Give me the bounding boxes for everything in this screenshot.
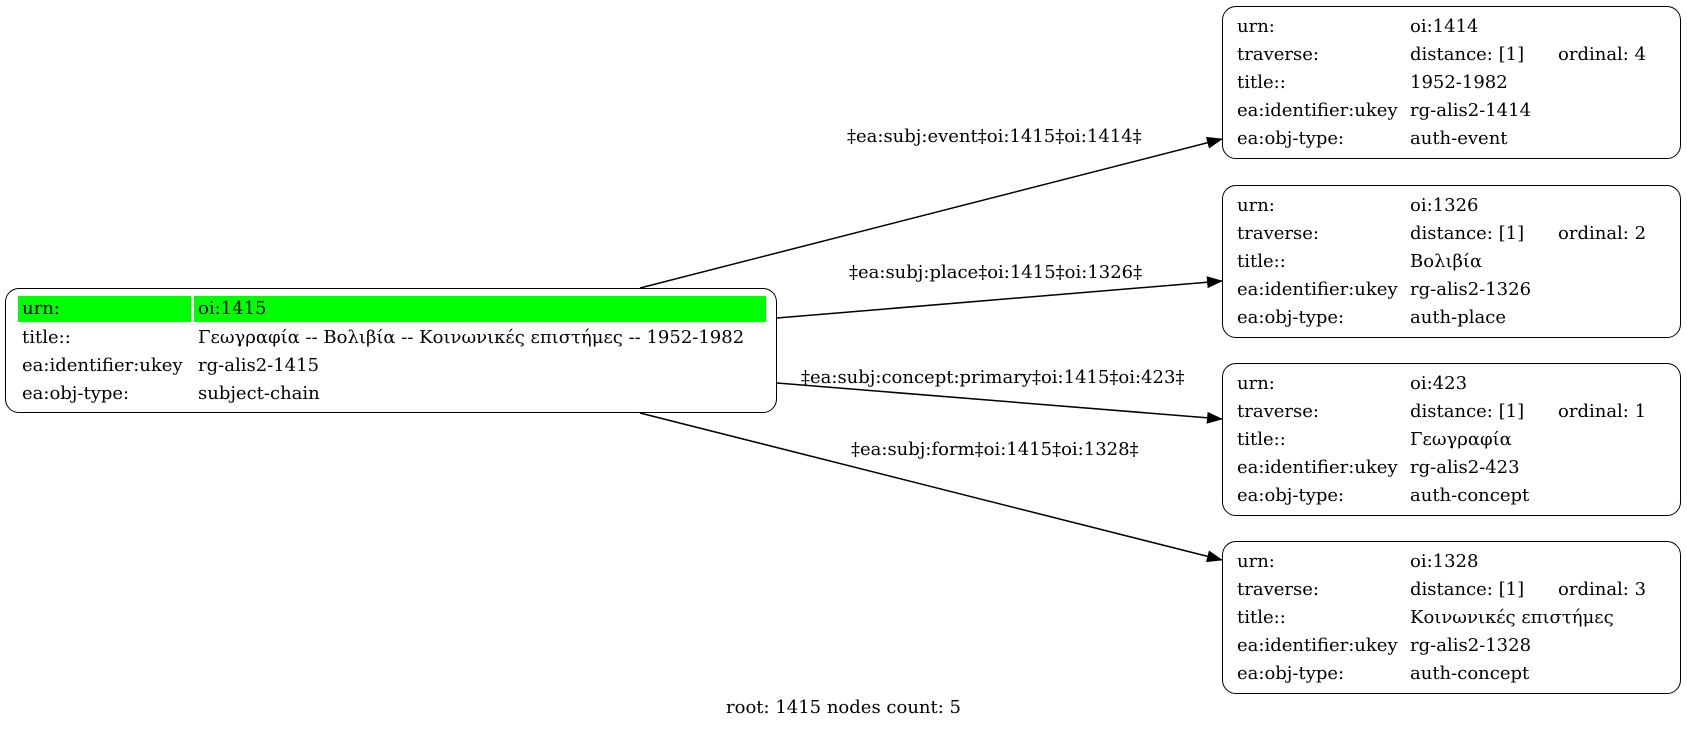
root-value: Γεωγραφία -- Βολιβία -- Κοινωνικές επιστ… [198, 327, 745, 348]
child-row-traverse: traverse: distance: [1] ordinal: 2 [1237, 220, 1680, 248]
child-ordinal: ordinal: 2 [1558, 223, 1647, 244]
edge-concept [776, 382, 1223, 424]
child-value: rg-alis2-1414 [1410, 100, 1532, 121]
child-key: urn: [1237, 195, 1275, 216]
child-value: oi:423 [1410, 373, 1468, 394]
root-row-obj-type: ea:obj-type: subject-chain [18, 380, 766, 408]
child-ordinal: ordinal: 1 [1558, 401, 1647, 422]
root-node: urn: oi:1415 title:: Γεωγραφία -- Βολιβί… [5, 288, 777, 413]
root-key: title:: [22, 327, 71, 348]
child-row-title: title::1952-1982 [1237, 69, 1680, 97]
child-key: title:: [1237, 429, 1286, 450]
child-row-title: title::Κοινωνικές επιστήμες [1237, 604, 1680, 632]
child-value: 1952-1982 [1410, 72, 1508, 93]
child-key: traverse: [1237, 44, 1319, 65]
child-key: title:: [1237, 607, 1286, 628]
child-value: oi:1414 [1410, 16, 1479, 37]
child-row-ukey: ea:identifier:ukey rg-alis2-1326 [1237, 276, 1680, 304]
root-value: subject-chain [198, 383, 320, 404]
child-value: Βολιβία [1410, 251, 1483, 272]
child-value: distance: [1] [1410, 579, 1525, 600]
graph-footer: root: 1415 nodes count: 5 [726, 697, 961, 718]
child-node-423: urn: oi:423 traverse: distance: [1] ordinal… [1222, 363, 1681, 516]
child-node-1414: urn: oi:1414 traverse: distance: [1] ordina… [1222, 6, 1681, 159]
child-key: traverse: [1237, 223, 1319, 244]
child-ordinal: ordinal: 3 [1558, 579, 1647, 600]
child-node-1326: urn: oi:1326 traverse: distance: [1] ordina… [1222, 185, 1681, 338]
edge-label-event: ‡ea:subj:event‡oi:1415‡oi:1414‡ [847, 126, 1142, 147]
child-value: rg-alis2-423 [1410, 457, 1520, 478]
child-row-urn: urn: oi:1328 [1237, 548, 1680, 576]
child-value: distance: [1] [1410, 44, 1525, 65]
child-row-traverse: traverse: distance: [1] ordinal: 1 [1237, 398, 1680, 426]
child-ordinal: ordinal: 4 [1558, 44, 1647, 65]
child-key: ea:identifier:ukey [1237, 100, 1398, 121]
root-key: ea:obj-type: [22, 383, 130, 404]
child-row-ukey: ea:identifier:ukey rg-alis2-1328 [1237, 632, 1680, 660]
child-key: title:: [1237, 251, 1286, 272]
child-row-urn: urn: oi:1326 [1237, 192, 1680, 220]
root-key: urn: [18, 296, 191, 322]
edge-event [639, 136, 1223, 289]
edge-label-concept: ‡ea:subj:concept:primary‡oi:1415‡oi:423‡ [801, 367, 1185, 388]
edge-label-place: ‡ea:subj:place‡oi:1415‡oi:1326‡ [849, 262, 1143, 283]
child-key: urn: [1237, 16, 1275, 37]
child-row-obj-type: ea:obj-type: auth-concept [1237, 482, 1680, 510]
child-value: distance: [1] [1410, 223, 1525, 244]
child-row-obj-type: ea:obj-type: auth-event [1237, 125, 1680, 153]
child-row-urn: urn: oi:1414 [1237, 13, 1680, 41]
child-value: rg-alis2-1326 [1410, 279, 1532, 300]
child-key: urn: [1237, 551, 1275, 572]
child-value: auth-event [1410, 128, 1508, 149]
child-key: ea:identifier:ukey [1237, 457, 1398, 478]
child-value: Γεωγραφία [1410, 429, 1512, 450]
child-key: traverse: [1237, 401, 1319, 422]
child-row-obj-type: ea:obj-type: auth-concept [1237, 660, 1680, 688]
child-row-traverse: traverse: distance: [1] ordinal: 3 [1237, 576, 1680, 604]
child-value: auth-concept [1410, 485, 1530, 506]
child-key: traverse: [1237, 579, 1319, 600]
child-value: auth-concept [1410, 663, 1530, 684]
child-value: auth-place [1410, 307, 1506, 328]
child-value: distance: [1] [1410, 401, 1525, 422]
child-node-1328: urn: oi:1328 traverse: distance: [1] ordina… [1222, 541, 1681, 694]
root-row-urn: urn: oi:1415 [18, 296, 766, 322]
child-row-ukey: ea:identifier:ukey rg-alis2-1414 [1237, 97, 1680, 125]
child-row-ukey: ea:identifier:ukey rg-alis2-423 [1237, 454, 1680, 482]
edge-place [776, 276, 1223, 319]
edge-form [639, 412, 1223, 563]
child-row-urn: urn: oi:423 [1237, 370, 1680, 398]
child-key: ea:obj-type: [1237, 485, 1345, 506]
child-key: ea:obj-type: [1237, 307, 1345, 328]
child-key: ea:obj-type: [1237, 663, 1345, 684]
child-value: Κοινωνικές επιστήμες [1410, 607, 1614, 628]
edge-label-form: ‡ea:subj:form‡oi:1415‡oi:1328‡ [851, 439, 1139, 460]
child-value: rg-alis2-1328 [1410, 635, 1532, 656]
child-value: oi:1326 [1410, 195, 1479, 216]
child-key: ea:identifier:ukey [1237, 635, 1398, 656]
child-row-traverse: traverse: distance: [1] ordinal: 4 [1237, 41, 1680, 69]
root-value: oi:1415 [194, 296, 766, 322]
child-row-title: title::Βολιβία [1237, 248, 1680, 276]
child-key: ea:identifier:ukey [1237, 279, 1398, 300]
root-row-title: title:: Γεωγραφία -- Βολιβία -- Κοινωνικ… [18, 324, 766, 352]
child-value: oi:1328 [1410, 551, 1479, 572]
root-row-ukey: ea:identifier:ukey rg-alis2-1415 [18, 352, 766, 380]
child-row-title: title::Γεωγραφία [1237, 426, 1680, 454]
child-row-obj-type: ea:obj-type: auth-place [1237, 304, 1680, 332]
child-key: ea:obj-type: [1237, 128, 1345, 149]
root-key: ea:identifier:ukey [22, 355, 183, 376]
child-key: title:: [1237, 72, 1286, 93]
root-value: rg-alis2-1415 [198, 355, 320, 376]
child-key: urn: [1237, 373, 1275, 394]
